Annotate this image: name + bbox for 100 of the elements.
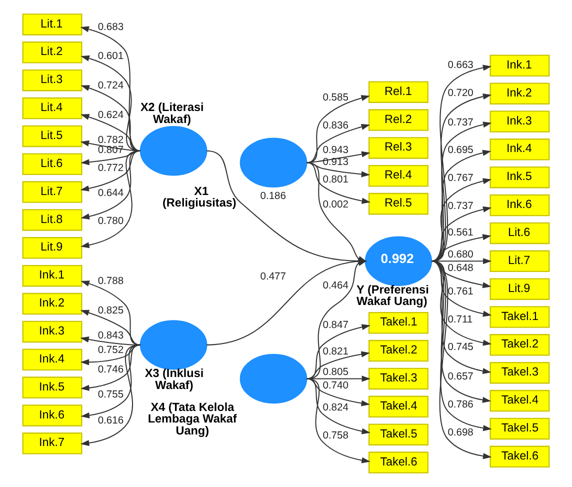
arrow	[80, 150, 141, 248]
node-box: Rel.5	[368, 192, 428, 215]
node-box: Ink.5	[490, 166, 550, 188]
arrow	[306, 95, 370, 164]
edge-label: 0.821	[322, 346, 348, 358]
arrow	[80, 280, 141, 346]
arrow	[306, 151, 370, 164]
arrow	[431, 260, 492, 346]
node-box: Lit.9	[490, 278, 550, 300]
edge-label: 0.624	[98, 110, 124, 121]
arrow	[206, 258, 367, 346]
arrow	[431, 260, 492, 403]
node-label: X4 (Tata Kelola Lembaga Wakaf Uang)	[148, 400, 237, 438]
edge-label: 0.680	[448, 250, 474, 261]
edge-label: 0.616	[98, 416, 124, 427]
node-box: Lit.6	[490, 222, 550, 244]
edge-label: 0.186	[260, 190, 286, 202]
arrow	[80, 26, 141, 152]
edge-label: 0.663	[448, 60, 474, 71]
arrow	[80, 114, 141, 152]
node-label: Y (Preferensi Wakaf Uang)	[356, 283, 429, 308]
arrow	[80, 85, 141, 152]
node-box: Takel.6	[368, 452, 428, 474]
node-box: Ink.1	[490, 54, 550, 77]
arrow	[306, 376, 370, 382]
node-box: Ink.6	[490, 194, 550, 216]
edge-label: 0.683	[98, 22, 124, 33]
edge-label: 0.943	[322, 145, 348, 156]
arrow	[80, 344, 141, 418]
arrow	[431, 206, 492, 262]
arrow	[306, 324, 370, 380]
node-box: Ink.7	[22, 432, 82, 454]
edge-label: 0.648	[448, 262, 474, 274]
node-box: Rel.1	[368, 81, 428, 103]
node-box: Takel.1	[490, 306, 550, 328]
arrow	[80, 55, 141, 152]
edge-label: 0.746	[98, 364, 124, 376]
node-box: Takel.1	[368, 312, 428, 334]
node-box: Ink.2	[22, 292, 82, 315]
node-ellipse	[140, 320, 208, 370]
edge-label: 0.772	[98, 162, 124, 174]
node-box: Lit.1	[22, 14, 82, 36]
arrow	[306, 378, 370, 434]
edge-label: 0.807	[98, 145, 124, 156]
node-box: Ink.4	[490, 138, 550, 160]
edge-label: 0.464	[322, 280, 348, 292]
node-box: Lit.9	[22, 237, 82, 259]
edge-label: 0.847	[322, 320, 348, 332]
edge-label: 0.695	[448, 145, 474, 156]
edge-label: 0.737	[448, 201, 474, 212]
edge-label: 0.724	[98, 80, 124, 92]
edge-label: 0.782	[98, 134, 124, 146]
edge-label: 0.767	[448, 173, 474, 184]
arrow	[306, 260, 367, 380]
edge-label: 0.477	[260, 272, 286, 283]
node-label: X2 (Literasi Wakaf)	[140, 101, 204, 126]
node-box: Lit.6	[22, 153, 82, 175]
node-ellipse	[140, 126, 208, 176]
edge-label: 0.913	[322, 157, 348, 168]
node-box: Lit.5	[22, 125, 82, 148]
node-box: Takel.2	[368, 340, 428, 362]
arrow	[431, 234, 492, 262]
edge-label: 0.657	[448, 372, 474, 383]
edge-label: 0.737	[448, 117, 474, 128]
edge-label: 0.755	[98, 389, 124, 400]
node-box: Takel.3	[490, 362, 550, 384]
arrow	[431, 150, 492, 262]
edge-label: 0.758	[322, 430, 348, 442]
edge-label: 0.644	[98, 188, 124, 199]
edge-label: 0.002	[322, 200, 348, 211]
edge-label: 0.752	[98, 345, 124, 356]
edge-label: 0.843	[98, 330, 124, 342]
node-box: Rel.4	[368, 165, 428, 187]
node-box: Takel.2	[490, 334, 550, 356]
node-ellipse: 0.992	[364, 236, 432, 286]
edge-label: 0.801	[322, 174, 348, 186]
node-box: Takel.4	[490, 390, 550, 412]
edge-label: 0.824	[322, 402, 348, 414]
node-box: Lit.8	[22, 209, 82, 231]
node-box: Lit.7	[490, 250, 550, 272]
arrow	[80, 344, 141, 446]
edge-label: 0.601	[98, 51, 124, 62]
edge-label: 0.836	[322, 120, 348, 132]
node-box: Takel.6	[490, 446, 550, 468]
node-box: Lit.3	[22, 69, 82, 92]
edge-label: 0.788	[98, 276, 124, 288]
edge-label: 0.585	[322, 92, 348, 104]
node-box: Ink.2	[490, 82, 550, 104]
arrow	[431, 122, 492, 262]
edge-label: 0.698	[448, 427, 474, 438]
node-box: Ink.6	[22, 404, 82, 426]
edge-label: 0.720	[448, 88, 474, 99]
edge-label: 0.740	[322, 380, 348, 392]
edge-label: 0.711	[448, 314, 473, 326]
edge-label: 0.561	[448, 228, 474, 239]
edge-label: 0.745	[448, 342, 474, 354]
node-label: X3 (Inklusi Wakaf)	[144, 367, 204, 392]
arrow	[431, 260, 492, 317]
node-box: Ink.4	[22, 348, 82, 370]
edge-label: 0.825	[98, 305, 124, 316]
